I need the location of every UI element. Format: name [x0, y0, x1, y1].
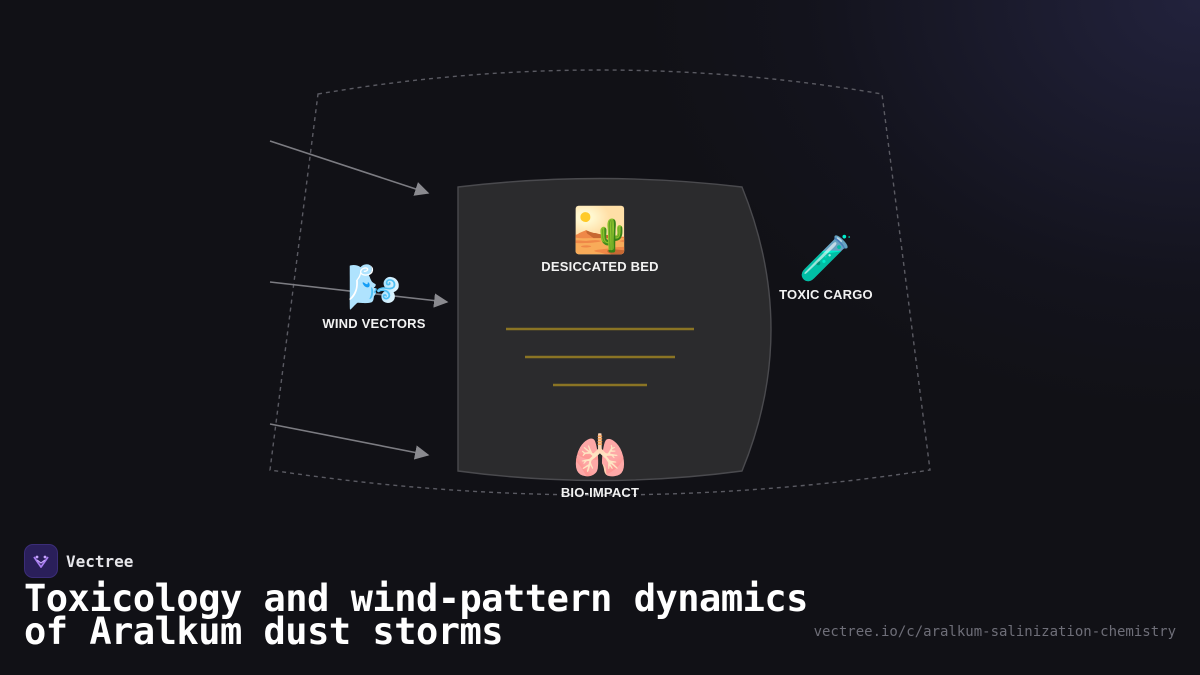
page-url[interactable]: vectree.io/c/aralkum-salinization-chemis… [813, 624, 1176, 640]
node-toxic-cargo: 🧪 TOXIC CARGO [779, 233, 873, 302]
node-wind-vectors: 🌬️ WIND VECTORS [322, 262, 425, 331]
brand-name: Vectree [66, 551, 134, 571]
node-desiccated-bed: 🏜️ DESICCATED BED [541, 205, 658, 274]
node-label-desiccated-bed: DESICCATED BED [541, 259, 659, 274]
arrow-bottom [269, 423, 430, 460]
page-title: Toxicology and wind-pattern dynamics of … [24, 577, 808, 653]
test-tube-icon: 🧪 [798, 233, 854, 284]
wind-icon: 🌬️ [346, 262, 402, 313]
node-label-wind-vectors: WIND VECTORS [322, 316, 426, 331]
node-label-bio-impact: BIO-IMPACT [560, 485, 640, 500]
lungs-icon: 🫁 [572, 431, 628, 482]
brand[interactable]: Vectree [24, 544, 133, 578]
arrow-middle [269, 281, 449, 308]
node-label-toxic-cargo: TOXIC CARGO [779, 287, 873, 302]
outer-dashed-boundary [269, 69, 931, 496]
vectree-logo-icon [24, 544, 58, 578]
node-bio-impact: 🫁 BIO-IMPACT [561, 431, 639, 500]
arrow-top [269, 140, 430, 196]
desert-icon: 🏜️ [572, 205, 628, 256]
